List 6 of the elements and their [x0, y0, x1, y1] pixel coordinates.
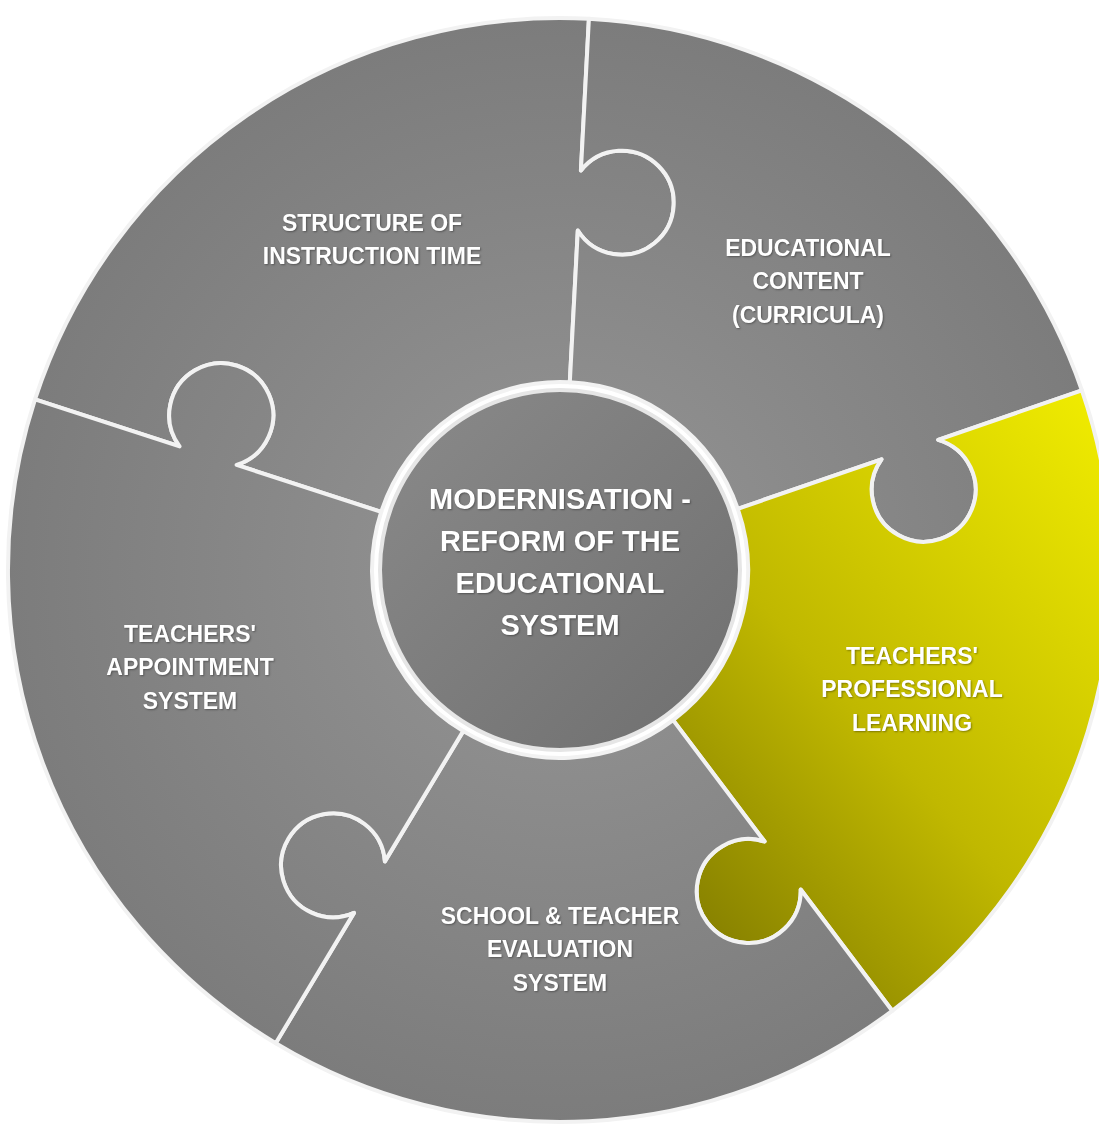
center-title: MODERNISATION - REFORM OF THE EDUCATIONAL SYSTEM — [427, 481, 693, 644]
piece-label: TEACHERS' APPOINTMENT SYSTEM — [105, 620, 275, 716]
piece-label: STRUCTURE OF INSTRUCTION TIME — [261, 208, 483, 271]
piece-label: SCHOOL & TEACHER EVALUATION SYSTEM — [440, 902, 680, 998]
piece-label: TEACHERS' PROFESSIONAL LEARNING — [820, 642, 1004, 738]
piece-label: EDUCATIONAL CONTENT (CURRICULA) — [724, 234, 892, 330]
